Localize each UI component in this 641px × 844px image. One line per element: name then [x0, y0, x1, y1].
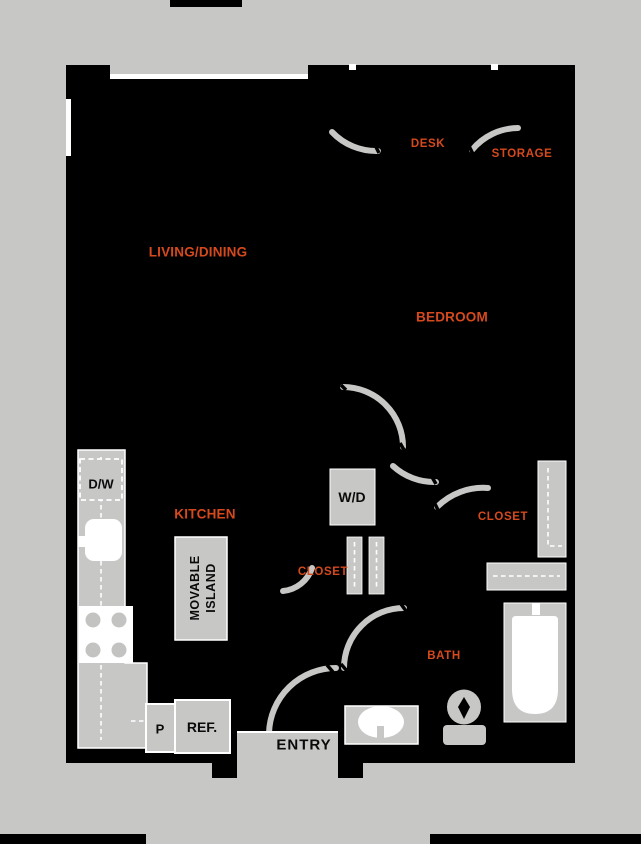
vanity-faucet-icon	[377, 726, 384, 742]
room-label-living-dining: LIVING/DINING	[149, 245, 248, 260]
closet-shelf-vertical	[537, 460, 567, 558]
room-label-closet-bedroom: CLOSET	[478, 511, 528, 523]
door-tick	[339, 383, 348, 392]
entry-threshold	[237, 731, 338, 733]
toilet-tank	[443, 725, 486, 745]
door-tick	[373, 144, 381, 154]
kitchen-sink	[85, 519, 122, 561]
door-arc-storage	[469, 125, 521, 153]
entry-opening	[237, 733, 338, 793]
toilet-seat-icon	[458, 697, 470, 719]
room-label-closet-hall: CLOSET	[298, 566, 348, 578]
entry-wall-stub-right	[338, 763, 363, 778]
dishwasher-label: D/W	[88, 477, 114, 492]
window-gap-2	[491, 64, 498, 70]
door-tick	[339, 662, 349, 673]
bathtub-faucet-icon	[532, 603, 540, 615]
window-gap-1	[349, 64, 356, 70]
room-label-bedroom: BEDROOM	[416, 310, 488, 325]
burner-icon	[85, 612, 101, 628]
entry-label: ENTRY	[276, 737, 331, 754]
door-arc-entry	[266, 665, 339, 736]
bottom-left-wall-bar	[0, 834, 146, 844]
pantry-label: P	[156, 722, 165, 737]
closet-slider-left	[346, 536, 363, 595]
entry-wall-stub-left	[212, 763, 237, 778]
vanity-sink	[358, 706, 404, 738]
bathtub-basin	[512, 616, 558, 714]
top-wall-tab	[170, 0, 242, 7]
unit-footprint	[66, 65, 575, 763]
movable-island	[174, 536, 228, 641]
dishwasher-box	[79, 458, 123, 501]
door-arc-bedroom	[340, 384, 406, 450]
refrigerator-box	[174, 699, 231, 754]
door-tick	[325, 663, 335, 674]
closet-slider-right	[368, 536, 385, 595]
burner-icon	[85, 642, 101, 658]
refrigerator-label: REF.	[187, 719, 217, 735]
island-label-line1: MOVABLE	[188, 555, 202, 620]
room-label-kitchen: KITCHEN	[174, 507, 235, 522]
room-label-storage: STORAGE	[492, 148, 553, 160]
kitchen-sink-faucet	[78, 536, 90, 547]
washer-dryer-box	[329, 468, 376, 526]
burner-icon	[111, 612, 127, 628]
washer-dryer-label: W/D	[338, 489, 365, 505]
top-wall-recess	[110, 65, 308, 74]
window-left-wall	[66, 99, 71, 156]
burner-icon	[111, 642, 127, 658]
door-arc-hall-left	[390, 463, 439, 486]
shelf-dash-line	[547, 468, 562, 547]
door-arc-bath	[341, 605, 407, 671]
door-tick	[399, 602, 408, 613]
door-tick	[467, 145, 475, 155]
door-tick	[398, 442, 406, 451]
door-tick	[432, 501, 440, 511]
island-label-line2: ISLAND	[204, 563, 218, 613]
door-arc-hall-right	[434, 484, 491, 510]
door-arc-closet	[280, 565, 315, 594]
bottom-right-wall-bar	[430, 834, 641, 844]
room-label-bath: BATH	[427, 650, 461, 662]
window-top-long	[110, 74, 308, 79]
room-label-desk: DESK	[411, 138, 445, 150]
door-arc-desk	[329, 129, 381, 155]
door-tick	[430, 476, 438, 485]
